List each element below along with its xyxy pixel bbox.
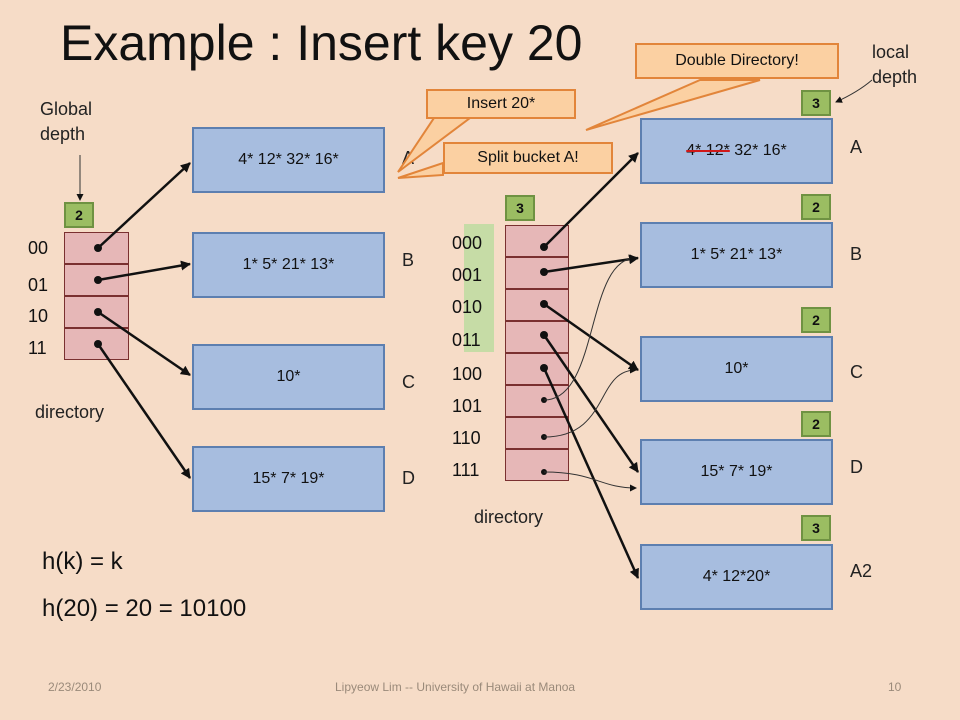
right-bucket-d: 15* 7* 19* [640, 439, 833, 505]
right-bucket-b-local-depth: 2 [801, 194, 831, 220]
left-dir-index: 01 [28, 275, 49, 295]
footer-author: Lipyeow Lim -- University of Hawaii at M… [335, 680, 576, 694]
left-bucket-b: 1* 5* 21* 13* [192, 232, 385, 298]
struck-entries: 4* 12* [686, 142, 730, 159]
right-dir-index: 011 [452, 330, 481, 350]
right-pointer-010 [543, 302, 639, 372]
left-bucket-d: 15* 7* 19* [192, 446, 385, 512]
right-dir-cell [505, 289, 569, 321]
hash-function: h(k) = k [42, 548, 123, 575]
left-bucket-d-name: D [402, 468, 415, 488]
left-bucket-b-name: B [402, 250, 415, 270]
split-callout: Split bucket A! [443, 142, 613, 174]
double-directory-callout: Double Directory! [635, 43, 839, 79]
right-dir-index: 100 [452, 364, 483, 384]
left-pointer-10 [97, 310, 191, 377]
right-bucket-a2-local-depth: 3 [801, 515, 831, 541]
left-global-depth-badge: 2 [64, 202, 94, 228]
right-directory-label: directory [474, 507, 544, 527]
right-pointer-101 [543, 254, 637, 401]
local-depth-pointer [835, 79, 873, 103]
left-bucket-a: 4* 12* 32* 16* [192, 127, 385, 193]
right-dir-index: 110 [452, 428, 481, 448]
hash-example: h(20) = 20 = 10100 [42, 595, 247, 622]
right-dir-cell [505, 449, 569, 481]
right-pointer-001 [543, 254, 639, 274]
right-pointer-110 [543, 366, 637, 438]
right-pointer-100 [542, 367, 640, 579]
right-dir-cell [505, 225, 569, 257]
local-depth-label: local depth [872, 42, 918, 87]
left-pointer-11 [96, 343, 192, 479]
right-global-depth-badge: 3 [505, 195, 535, 221]
double-callout-tail [585, 79, 761, 131]
left-dir-index: 00 [28, 238, 49, 258]
right-pointer-111 [543, 471, 637, 492]
right-bucket-c-name: C [850, 362, 863, 382]
left-dir-index: 11 [28, 338, 47, 358]
left-bucket-c: 10* [192, 344, 385, 410]
right-dir-cell [505, 353, 569, 385]
right-bucket-d-name: D [850, 457, 863, 477]
left-dir-index: 10 [28, 306, 49, 326]
right-pointer-000 [543, 152, 639, 248]
right-dir-index: 000 [452, 233, 483, 253]
right-bucket-b: 1* 5* 21* 13* [640, 222, 833, 288]
right-bucket-a2: 4* 12*20* [640, 544, 833, 610]
right-bucket-d-local-depth: 2 [801, 411, 831, 437]
left-pointer-00 [97, 162, 191, 249]
insert-callout: Insert 20* [426, 89, 576, 119]
left-directory-label: directory [35, 402, 105, 422]
right-bucket-c: 10* [640, 336, 833, 402]
right-dir-index: 001 [452, 265, 483, 285]
footer-date: 2/23/2010 [48, 680, 102, 694]
bucket-a-remaining: 32* 16* [734, 142, 787, 159]
slide-title: Example : Insert key 20 [60, 15, 583, 71]
right-bucket-b-name: B [850, 244, 863, 264]
global-depth-label: Global depth [40, 99, 93, 144]
right-bucket-a-name: A [850, 137, 863, 157]
right-bucket-a: 4* 12* 32* 16* [640, 118, 833, 184]
right-dir-index: 101 [452, 396, 483, 416]
left-bucket-c-name: C [402, 372, 415, 392]
right-dir-index-highlight [464, 224, 494, 352]
right-dir-index: 111 [452, 460, 480, 480]
left-pointer-01 [97, 260, 191, 282]
right-pointer-011 [542, 334, 640, 473]
footer-page-number: 10 [888, 680, 902, 694]
right-bucket-c-local-depth: 2 [801, 307, 831, 333]
right-bucket-a-local-depth: 3 [801, 90, 831, 116]
right-dir-cell [505, 417, 569, 449]
right-bucket-a2-name: A2 [850, 561, 873, 581]
right-dir-cell [505, 321, 569, 353]
right-dir-index: 010 [452, 297, 483, 317]
right-dir-cell [505, 257, 569, 289]
